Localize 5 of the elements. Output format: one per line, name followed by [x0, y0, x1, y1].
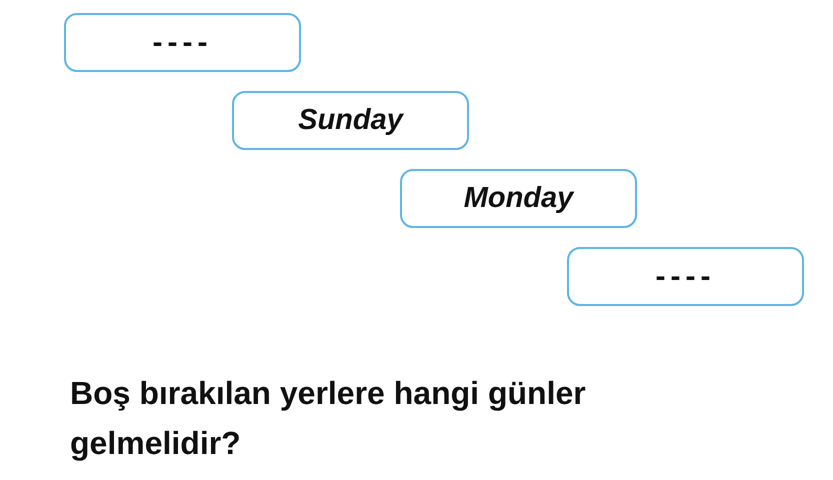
day-box: Sunday: [232, 91, 469, 150]
day-box: Monday: [400, 169, 637, 228]
answer-box: ----: [567, 247, 804, 306]
answer-box: ----: [64, 13, 301, 72]
question-text: Boş bırakılan yerlere hangi günler gelmelidir?: [70, 374, 587, 463]
